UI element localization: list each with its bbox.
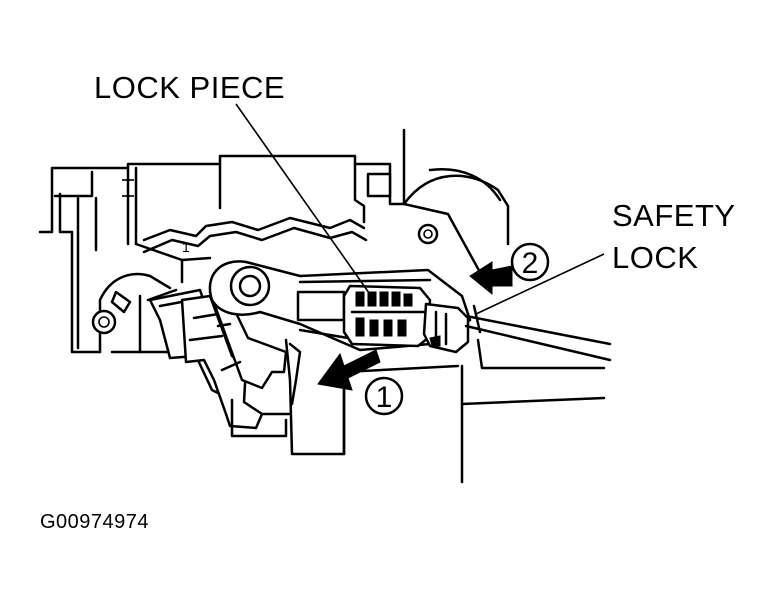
figure-code: G00974974 — [40, 511, 150, 533]
safety-lock — [422, 302, 470, 354]
lock-piece — [342, 284, 432, 348]
small-part-mark: 1 — [182, 239, 190, 255]
lever-stack — [148, 288, 302, 438]
lock-piece-label: LOCK PIECE — [94, 70, 286, 105]
rod — [464, 304, 612, 362]
leader-lines — [235, 103, 605, 315]
safety-lock-label-line2: LOCK — [612, 240, 699, 275]
lock-housing — [38, 128, 510, 354]
step-1-number: 1 — [376, 381, 393, 414]
step-1-marker: 1 — [317, 349, 404, 416]
safety-lock-label-line1: SAFETY — [612, 198, 736, 233]
step-2-number: 2 — [522, 247, 539, 280]
lower-housing — [284, 338, 606, 484]
step-2-marker: 2 — [469, 242, 550, 296]
